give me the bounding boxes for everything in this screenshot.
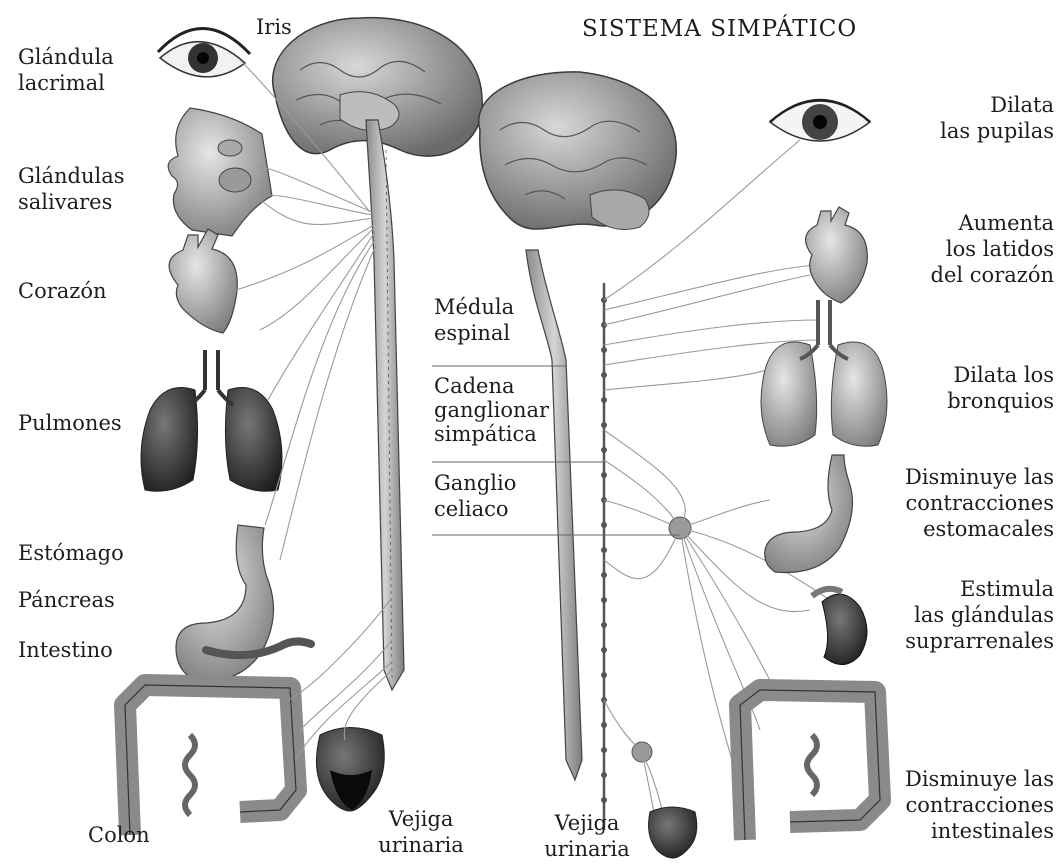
label-glandula-lacrimal: Glándula lacrimal <box>18 44 114 96</box>
left-bladder <box>316 728 384 812</box>
label-vejiga-left: Vejiga urinaria <box>372 806 470 858</box>
label-corazon: Corazón <box>18 278 107 304</box>
right-spinal-cord <box>526 250 582 780</box>
right-adrenal-kidney <box>812 589 867 665</box>
label-colon: Colon <box>88 822 150 848</box>
label-ganglio-celiaco: Ganglio celiaco <box>434 470 516 522</box>
left-spinal-cord <box>366 120 404 690</box>
right-colon <box>740 690 880 840</box>
left-heart <box>169 229 237 333</box>
left-eye <box>158 28 250 76</box>
right-brain <box>479 72 677 230</box>
left-stomach <box>176 525 311 680</box>
right-bladder <box>649 807 697 858</box>
effect-estomacales: Disminuye las contracciones estomacales <box>905 464 1054 542</box>
page-title: SISTEMA SIMPÁTICO <box>582 16 857 42</box>
effect-latidos: Aumenta los latidos del corazón <box>931 210 1054 288</box>
right-nerve-fibers <box>604 140 830 840</box>
label-glandulas-salivares: Glándulas salivares <box>18 163 125 215</box>
left-lungs <box>141 350 282 491</box>
right-eye <box>770 100 870 141</box>
label-pulmones: Pulmones <box>18 410 122 436</box>
label-pancreas: Páncreas <box>18 587 115 613</box>
right-heart <box>806 207 868 303</box>
right-lungs <box>761 300 887 446</box>
label-cadena-ganglionar: Cadena ganglionar simpática <box>434 374 549 446</box>
label-intestino: Intestino <box>18 637 113 663</box>
label-vejiga-center: Vejiga urinaria <box>540 810 634 862</box>
left-colon <box>125 685 296 835</box>
effect-bronquios: Dilata los bronquios <box>947 362 1054 414</box>
effect-suprarrenales: Estimula las glándulas suprarrenales <box>905 576 1054 654</box>
effect-pupilas: Dilata las pupilas <box>940 92 1054 144</box>
effect-intestinales: Disminuye las contracciones intestinales <box>905 766 1054 844</box>
label-iris: Iris <box>256 14 292 40</box>
right-stomach <box>765 455 853 572</box>
left-salivary-head <box>168 108 272 236</box>
label-medula-espinal: Médula espinal <box>434 294 514 346</box>
label-estomago: Estómago <box>18 540 124 566</box>
